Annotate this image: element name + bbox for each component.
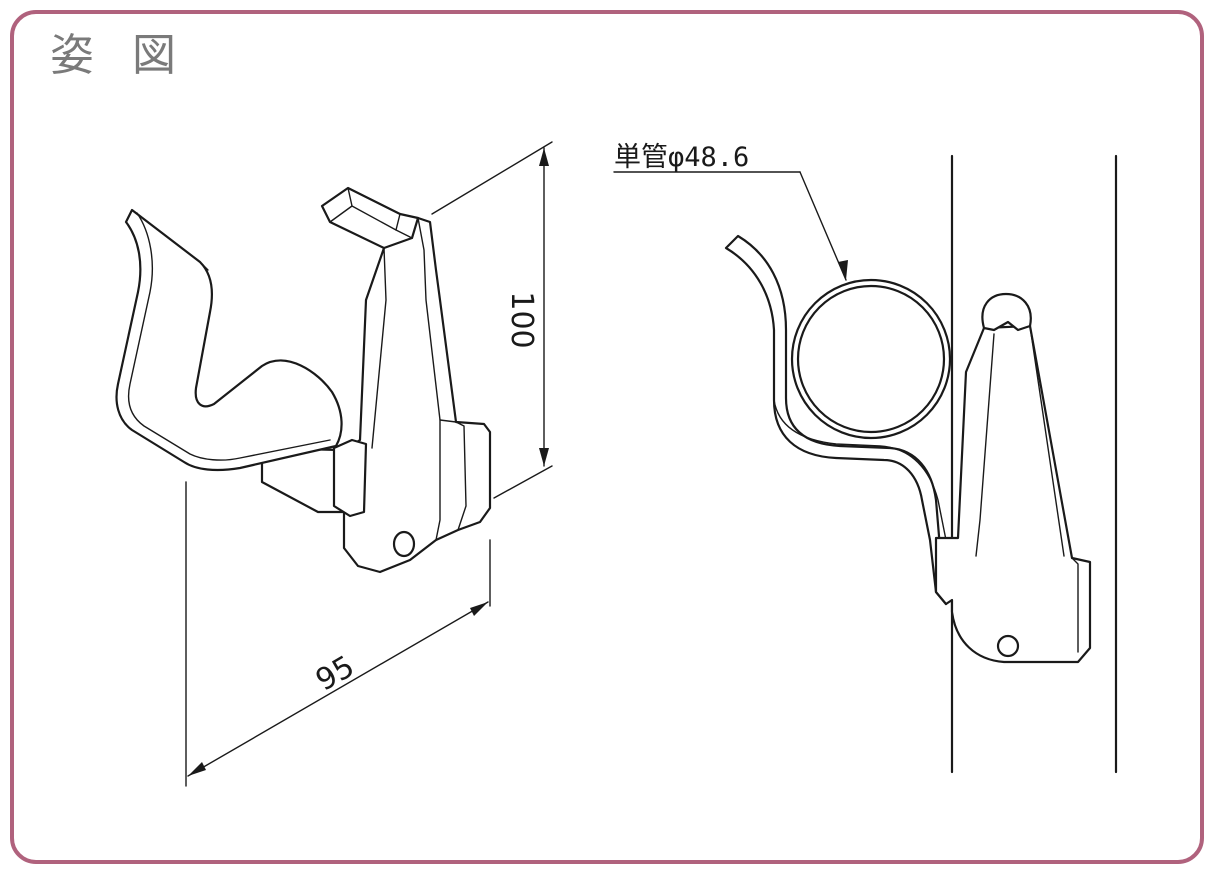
dimension-width-label: 95 (310, 649, 361, 698)
pipe-callout-label: 単管φ48.6 (614, 142, 749, 173)
clamp-top-tab (320, 186, 420, 250)
dimension-height: 100 (431, 141, 553, 499)
clamp-isometric-view (115, 186, 492, 574)
panel-title: 姿 図 (50, 30, 188, 81)
pipe-inner (796, 284, 946, 434)
clamp-main-plate (342, 216, 492, 574)
mounted-hole (996, 634, 1020, 658)
mounted-main-plate (934, 324, 1092, 664)
clamp-side-tab (332, 438, 368, 518)
pipe-outer (790, 278, 952, 440)
mounted-top-knob (981, 292, 1032, 332)
clamp-mounted-view (724, 154, 1118, 774)
dimension-height-label: 100 (504, 291, 539, 348)
clamp-hook-arm-inner-edge (127, 212, 331, 461)
clamp-main-plate-edge (417, 217, 441, 541)
clamp-hole (392, 530, 416, 558)
clamp-hook-arm (115, 208, 343, 472)
pipe-callout: 単管φ48.6 (613, 142, 848, 281)
